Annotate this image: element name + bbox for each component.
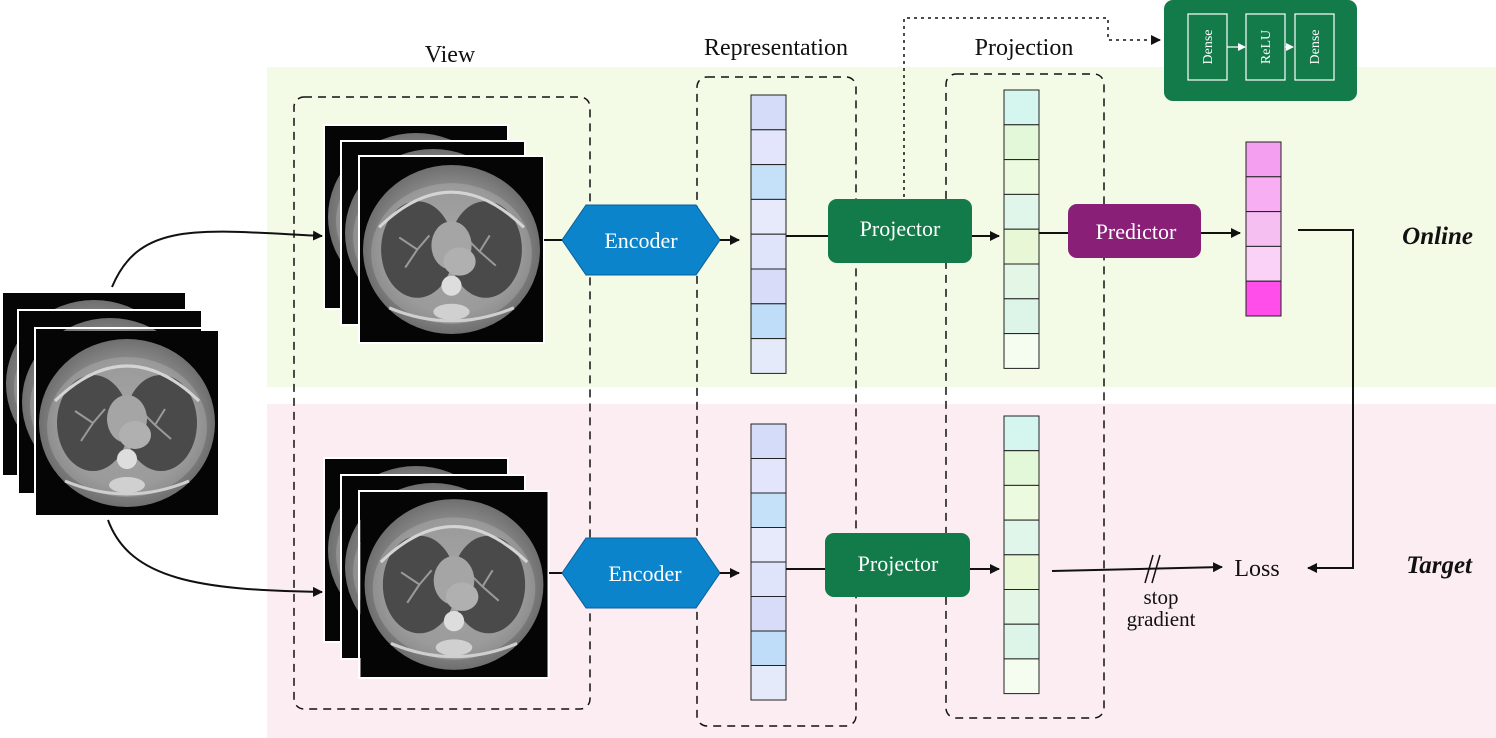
prediction-vector [1245, 141, 1282, 317]
predictor-detail-box: Dense ReLU Dense [1164, 0, 1357, 101]
view-header: View [425, 42, 476, 68]
projection-cell [1003, 554, 1040, 590]
prediction-cell [1245, 176, 1282, 213]
prediction-cell [1245, 211, 1282, 247]
predictor-detail-link [903, 17, 1161, 197]
predictor-label: Predictor [1096, 219, 1177, 244]
projection-cell [1003, 415, 1040, 452]
relu-layer-label: ReLU [1259, 30, 1274, 64]
projection-cell [1003, 623, 1040, 660]
target-view-stack [323, 457, 550, 679]
dense-layer-1-label: Dense [1201, 30, 1216, 65]
target-representation-vector [750, 423, 787, 701]
projection-cell [1003, 589, 1040, 625]
representation-cell [750, 198, 787, 235]
prediction-to-loss-arrow [1298, 229, 1354, 573]
representation-cell [750, 492, 787, 528]
input-to-online-arrow [111, 230, 323, 288]
representation-cell [750, 94, 787, 131]
view-group-box [293, 96, 591, 710]
online-encoder-block: Encoder [544, 204, 740, 276]
loss-label: Loss [1234, 556, 1279, 582]
stop-gradient-mark-1 [1144, 554, 1154, 584]
representation-cell [750, 233, 787, 270]
projection-group-box [945, 73, 1105, 719]
stop-gradient-label-line1: stop [1143, 585, 1178, 609]
representation-cell [750, 596, 787, 632]
dense-layer-2-label: Dense [1308, 30, 1323, 65]
target-projection-vector [1003, 415, 1040, 695]
online-projection-vector [1003, 89, 1040, 369]
representation-cell [750, 303, 787, 340]
representation-header: Representation [704, 35, 848, 61]
projection-cell [1003, 333, 1040, 369]
online-representation-vector [750, 94, 787, 374]
projection-cell [1003, 298, 1040, 335]
target-projector-block: Projector [786, 533, 1000, 597]
target-encoder-block: Encoder [549, 537, 740, 609]
stop-gradient-mark-2 [1151, 554, 1161, 584]
representation-group-box [696, 76, 857, 727]
projection-cell [1003, 519, 1040, 556]
target-projector-label: Projector [858, 551, 939, 576]
projection-cell [1003, 658, 1040, 695]
representation-cell [750, 630, 787, 666]
stop-gradient-label-line2: gradient [1127, 607, 1196, 631]
input-ct-scan-stack [1, 291, 220, 519]
online-projector-label: Projector [860, 216, 941, 241]
prediction-cell [1245, 141, 1282, 178]
representation-cell [750, 665, 787, 701]
representation-cell [750, 129, 787, 166]
online-view-stack [323, 124, 545, 344]
predictor-block: Predictor [1039, 204, 1241, 258]
online-projector-block: Projector [786, 199, 1000, 263]
projection-cell [1003, 89, 1040, 126]
online-encoder-label: Encoder [604, 228, 678, 253]
representation-cell [750, 268, 787, 305]
projection-cell [1003, 450, 1040, 486]
prediction-cell [1245, 245, 1282, 282]
prediction-cell [1245, 280, 1282, 317]
projection-cell [1003, 193, 1040, 230]
representation-cell [750, 423, 787, 459]
projection-header: Projection [975, 35, 1074, 61]
projection-cell [1003, 484, 1040, 521]
projection-cell [1003, 159, 1040, 195]
projection-cell [1003, 228, 1040, 265]
projection-cell [1003, 124, 1040, 161]
projection-cell [1003, 263, 1040, 300]
representation-cell [750, 458, 787, 494]
representation-cell [750, 527, 787, 563]
target-branch-label: Target [1406, 552, 1473, 579]
target-encoder-label: Encoder [608, 561, 682, 586]
input-to-target-arrow [107, 519, 323, 597]
representation-cell [750, 164, 787, 200]
representation-cell [750, 338, 787, 374]
online-branch-label: Online [1402, 223, 1473, 250]
representation-cell [750, 561, 787, 597]
dense-layer-2 [1294, 13, 1335, 81]
target-projection-to-loss-arrow [1051, 562, 1223, 573]
